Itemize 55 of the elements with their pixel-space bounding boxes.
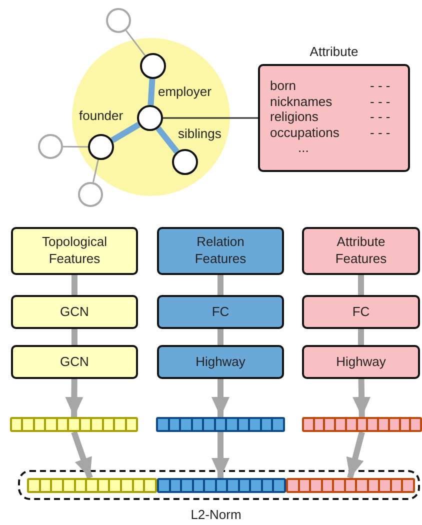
connector-line bbox=[218, 275, 224, 295]
arrow bbox=[346, 431, 365, 479]
layer-box: FC bbox=[157, 295, 284, 329]
edge-label: employer bbox=[158, 84, 212, 99]
connector-line bbox=[148, 78, 156, 106]
attribute-name: religions bbox=[270, 109, 318, 124]
graph-node-circle bbox=[137, 105, 163, 131]
connector-line bbox=[358, 275, 364, 295]
connector-line bbox=[163, 117, 258, 119]
layer-box: Highway bbox=[302, 345, 420, 379]
edge-label: founder bbox=[79, 108, 124, 123]
connector-line bbox=[156, 126, 180, 154]
attribute-name: nicknames bbox=[270, 94, 332, 108]
arrow bbox=[65, 378, 84, 418]
graph-node-circle bbox=[38, 134, 63, 159]
placeholder-dashes: - - - bbox=[370, 124, 390, 140]
attribute-name: occupations bbox=[270, 124, 340, 140]
arrow bbox=[212, 379, 230, 417]
vector-bar bbox=[10, 417, 138, 432]
layer-box: Highway bbox=[157, 345, 284, 379]
placeholder-dashes: - - - bbox=[370, 94, 390, 108]
vector-bar bbox=[157, 478, 286, 493]
layer-box: GCN bbox=[11, 295, 138, 329]
placeholder-dashes: - - - bbox=[370, 78, 390, 93]
graph-node-circle bbox=[78, 182, 103, 207]
connector-line bbox=[63, 146, 88, 148]
layer-box: Relation Features bbox=[157, 227, 284, 275]
attribute-name: born bbox=[270, 78, 296, 93]
connector-line bbox=[72, 275, 78, 295]
connector-line bbox=[72, 329, 78, 345]
arrow bbox=[352, 378, 371, 418]
group-label: L2-Norm bbox=[190, 507, 242, 522]
graph-node-circle bbox=[140, 53, 166, 79]
ellipsis: ... bbox=[298, 140, 309, 155]
connector-line bbox=[92, 160, 99, 182]
placeholder-dashes: - - - bbox=[370, 109, 390, 124]
edge-label: siblings bbox=[178, 126, 222, 141]
layer-box: GCN bbox=[11, 345, 138, 379]
connector-line bbox=[125, 30, 146, 56]
connector-line bbox=[110, 122, 140, 143]
vector-bar bbox=[302, 417, 422, 432]
layer-box: Topological Features bbox=[11, 227, 138, 275]
arrow bbox=[212, 432, 230, 478]
graph-node-circle bbox=[172, 149, 198, 175]
arrow bbox=[71, 431, 93, 479]
vector-bar bbox=[286, 478, 415, 493]
layer-box: Attribute Features bbox=[302, 227, 420, 275]
graph-node-circle bbox=[106, 8, 131, 33]
graph-node-circle bbox=[88, 134, 114, 160]
layer-box: FC bbox=[302, 295, 420, 329]
vector-bar bbox=[156, 417, 285, 432]
box-heading: Attribute bbox=[308, 44, 360, 59]
connector-line bbox=[218, 329, 224, 345]
connector-line bbox=[358, 329, 364, 345]
vector-bar bbox=[27, 478, 157, 493]
